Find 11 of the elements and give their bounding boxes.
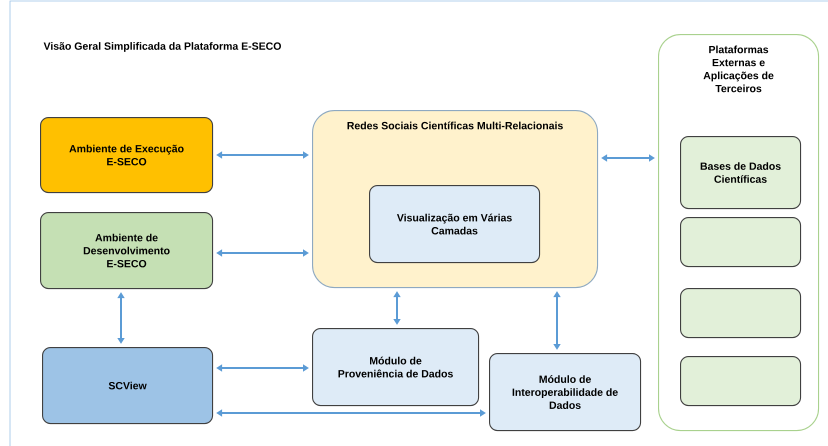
process-box: Visualização em Várias Camadas bbox=[369, 185, 540, 264]
empty-box bbox=[680, 288, 802, 338]
process-box: SCView bbox=[42, 347, 214, 424]
process-box: Ambiente de Desenvolvimento E-SECO bbox=[40, 212, 214, 290]
process-box: Ambiente de Execução E-SECO bbox=[40, 117, 214, 194]
process-box: Módulo de Interoperabilidade de Dados bbox=[489, 353, 642, 432]
diagram-title: Visão Geral Simplificada da Plataforma E-SECO bbox=[44, 42, 281, 52]
process-box: Módulo de Proveniência de Dados bbox=[312, 328, 480, 406]
empty-box bbox=[680, 216, 802, 268]
empty-box bbox=[680, 356, 802, 406]
process-box: Bases de Dados Científicas bbox=[680, 136, 802, 210]
